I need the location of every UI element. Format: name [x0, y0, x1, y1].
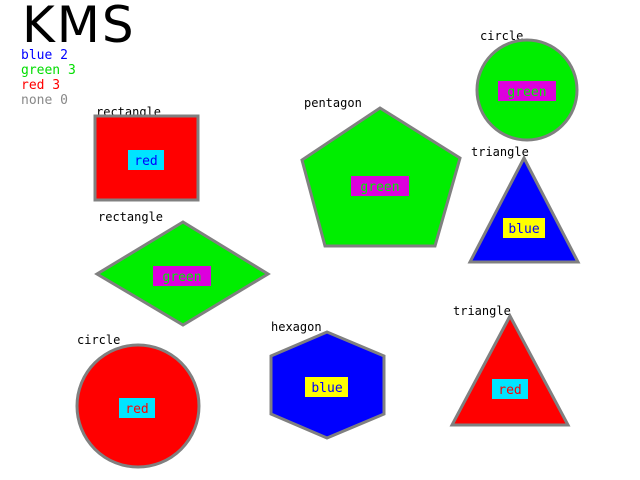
shape-tag-bg: [128, 150, 164, 170]
shape-caption: triangle: [471, 145, 529, 159]
shape-tag: green: [162, 270, 201, 285]
shape-tag-bg: [153, 266, 211, 286]
legend-item-blue: blue 2: [21, 48, 68, 63]
shape-rectangle-red: rectangle red: [93, 105, 200, 202]
shape-tag: green: [360, 180, 399, 195]
shape-tag-bg: [492, 379, 528, 399]
shape-tag-bg: [351, 176, 409, 196]
shape-caption: rectangle: [98, 210, 163, 224]
legend-item-none: none 0: [21, 93, 68, 108]
page-title: KMS: [22, 0, 136, 54]
shape-caption: triangle: [453, 304, 511, 318]
shape-tag-bg: [503, 218, 545, 238]
shape-tag: red: [134, 154, 157, 169]
legend-item-red: red 3: [21, 78, 61, 93]
legend-item-green: green 3: [21, 63, 76, 78]
shape-tag-bg: [305, 377, 348, 397]
triangle-shape: [449, 312, 571, 427]
shape-hexagon-blue: hexagon blue: [269, 320, 386, 440]
shape-diamond-green: rectangle green: [94, 210, 271, 327]
shape-caption: hexagon: [271, 320, 322, 334]
shape-tag: blue: [508, 222, 539, 237]
shape-tag-bg: [498, 81, 556, 101]
shape-tag-bg: [119, 398, 155, 418]
shape-caption: circle: [480, 29, 523, 43]
shape-tag: red: [125, 402, 148, 417]
shape-triangle-red: triangle red: [449, 304, 571, 427]
shape-tag: blue: [311, 381, 342, 396]
shape-pentagon-green: pentagon green: [300, 96, 462, 248]
shape-circle-red: circle red: [75, 333, 201, 469]
shape-tag: red: [498, 383, 521, 398]
shape-triangle-blue: triangle blue: [467, 145, 581, 264]
shape-caption: pentagon: [304, 96, 362, 110]
shape-circle-green: circle green: [475, 29, 579, 142]
triangle-shape: [467, 154, 581, 264]
shape-caption: circle: [77, 333, 120, 347]
legend: blue 2 green 3 red 3 none 0: [21, 48, 76, 108]
shape-tag: green: [507, 85, 546, 100]
